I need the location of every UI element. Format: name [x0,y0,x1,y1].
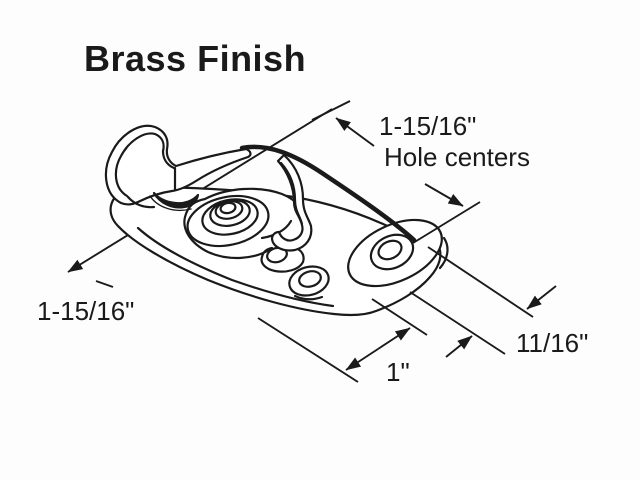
dimension-keeper-width [409,246,557,358]
latch-arm-edge [239,144,417,243]
page-title: Brass Finish [84,38,307,79]
dimension-base-width [257,298,428,383]
dim-label-keeper-width: 11/16" [516,328,589,358]
base-screw-hole [288,265,330,301]
thumb-lever [104,124,252,212]
dim-label-hole-centers-caption: Hole centers [384,142,530,172]
dim-label-base-width: 1" [386,357,410,387]
dimension-lines-group [257,100,557,383]
lock-body-group [104,124,449,317]
dim-label-base-length: 1-15/16" [37,296,135,326]
lever-shadow [152,191,200,209]
base-plate-edge-line [136,226,335,308]
dimension-hole-centers [311,100,481,244]
dim-label-hole-centers-value: 1-15/16" [379,111,477,141]
cam-tail-hole [266,246,288,264]
pivot-boss [186,194,270,248]
latch-hook [270,153,313,252]
keeper-plate [347,218,449,288]
